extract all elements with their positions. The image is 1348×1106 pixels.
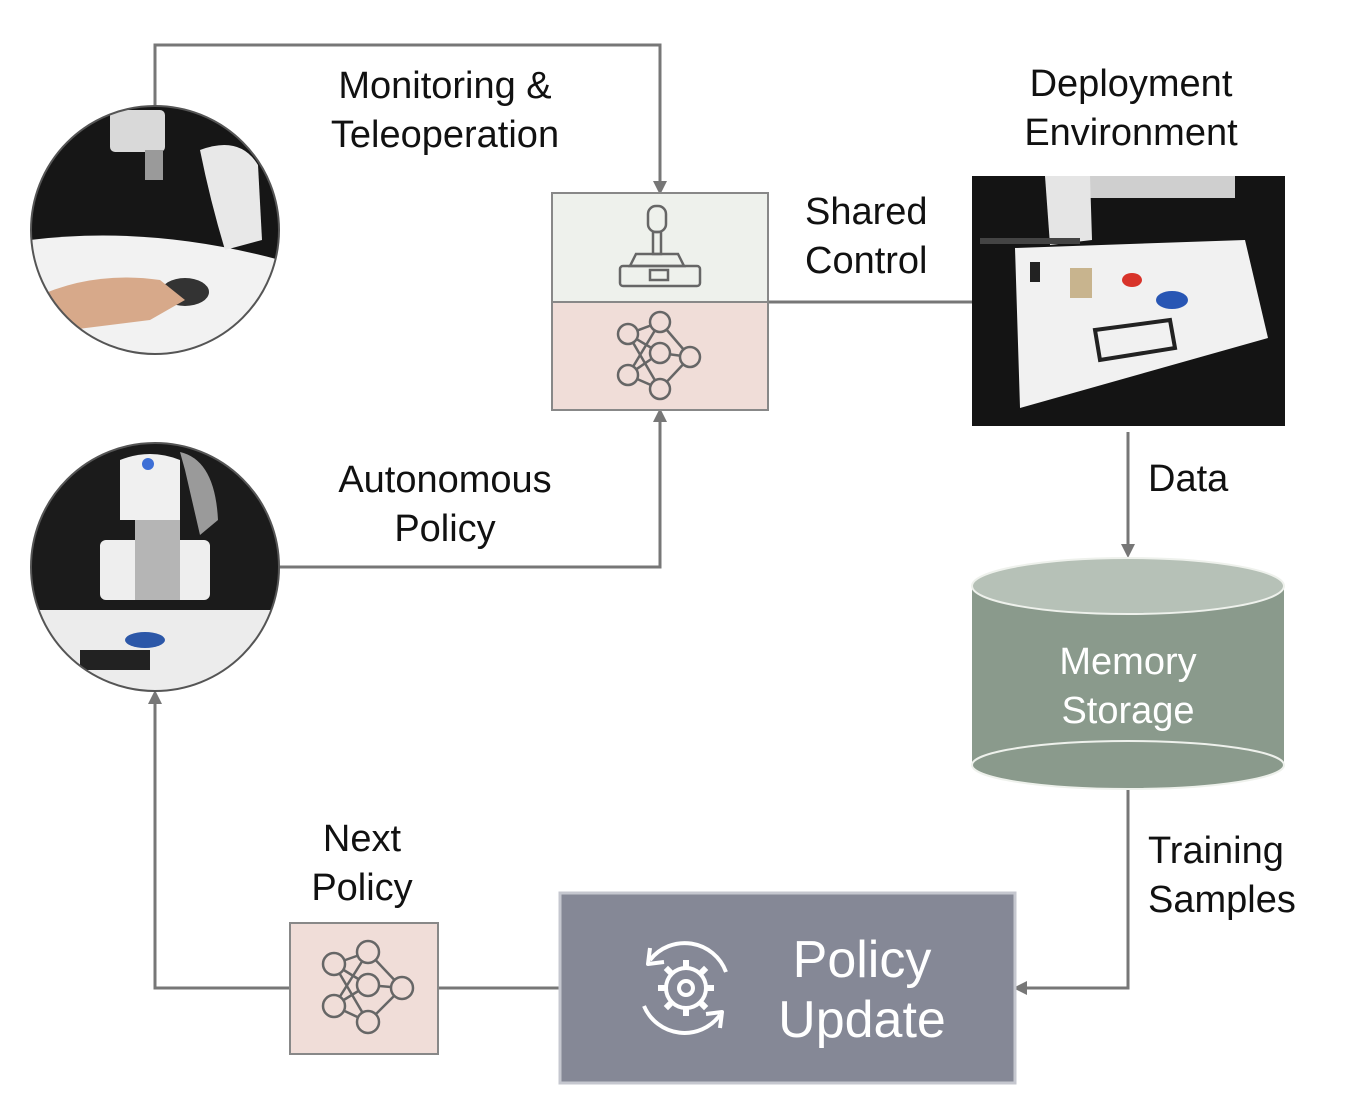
robot-autonomous-photo [30,442,280,692]
joystick-icon [618,204,702,288]
connectors [148,43,1135,995]
policy-update-box [558,891,1017,1085]
deployment-environment-photo [972,176,1285,426]
neural-network-icon [616,310,702,401]
policy-update-label: Policy Update [778,931,946,1049]
neural-network-icon [321,939,415,1035]
deployment-label: Deployment Environment [1024,63,1238,154]
memory-storage-cylinder [971,557,1285,790]
training-samples-label: Training Samples [1148,830,1296,921]
shared-control-label: Shared Control [805,191,928,282]
monitoring-label: Monitoring & Teleoperation [330,65,560,156]
autonomous-label: Autonomous Policy [338,459,552,550]
next-policy-box [289,922,439,1055]
training-samples-arrow [1013,790,1130,995]
next-policy-arrow [148,690,290,990]
memory-storage-label: Memory Storage [1059,641,1197,732]
shared-control-box [551,192,769,411]
gear-cycle-icon [642,941,728,1035]
robot-teleoperation-photo [30,105,280,355]
next-policy-label: Next Policy [311,818,413,909]
autonomous-arrow [280,408,667,569]
data-label: Data [1148,458,1229,500]
monitoring-arrow [153,43,667,195]
